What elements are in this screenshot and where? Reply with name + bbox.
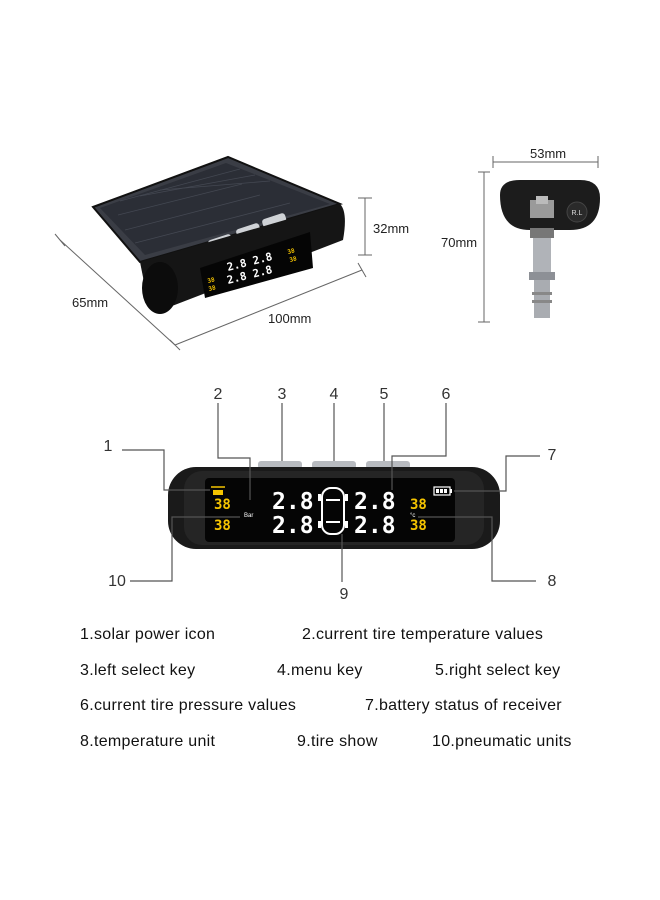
- legend-item: 3.left select key: [80, 661, 196, 679]
- callout-8: 8: [547, 573, 557, 590]
- dim-depth-receiver: 65mm: [72, 295, 109, 310]
- temp-front-right: 38: [410, 497, 427, 513]
- legend-item: 1.solar power icon: [80, 626, 216, 643]
- legend: 1.solar power icon 2.current tire temper…: [80, 626, 620, 768]
- svg-text:38: 38: [208, 284, 217, 293]
- callout-1: 1: [103, 438, 113, 455]
- solar-power-icon: [211, 486, 225, 495]
- sensor-dimension-lines: [478, 156, 599, 323]
- battery-icon: [433, 486, 452, 496]
- display-callout-figure: 38 38 Bar 2.8 2.8 2.8 2.8 °c 38 38: [122, 403, 540, 582]
- car-tire-icon: [318, 487, 348, 535]
- pressure-front-left: 2.8: [272, 489, 314, 515]
- receiver-unit-image: 2.8 2.8 2.8 2.8 38 38 38 38: [91, 155, 345, 314]
- callout-5: 5: [379, 386, 389, 403]
- legend-row: 6.current tire pressure values 7.battery…: [80, 697, 620, 733]
- legend-item: 9.tire show: [297, 732, 378, 750]
- legend-row: 1.solar power icon 2.current tire temper…: [80, 626, 620, 662]
- lcd-screen: [205, 478, 455, 542]
- callout-leader-lines: [122, 403, 540, 582]
- legend-item: 4.menu key: [277, 661, 363, 679]
- sensor-label: R.L: [572, 210, 583, 217]
- pressure-front-right: 2.8: [354, 489, 396, 515]
- svg-text:38: 38: [287, 247, 296, 256]
- legend-row: 8.temperature unit 9.tire show 10.pneuma…: [80, 733, 620, 769]
- legend-item: 6.current tire pressure values: [80, 697, 297, 714]
- callout-6: 6: [441, 386, 451, 403]
- tire-sensor-image: R.L: [500, 180, 600, 318]
- callout-7: 7: [547, 447, 557, 464]
- temperature-unit: °c: [410, 513, 415, 519]
- legend-item: 10.pneumatic units: [432, 732, 572, 750]
- receiver-dimension-figure: 2.8 2.8 2.8 2.8 38 38 38 38 R.L: [54, 155, 600, 351]
- legend-item: 2.current tire temperature values: [302, 626, 544, 643]
- legend-row: 3.left select key 4.menu key 5.right sel…: [80, 662, 620, 698]
- callout-10: 10: [108, 573, 126, 590]
- svg-text:38: 38: [207, 276, 216, 285]
- callout-2: 2: [213, 386, 223, 403]
- callout-4: 4: [329, 386, 339, 403]
- legend-item: 8.temperature unit: [80, 732, 216, 750]
- pressure-rear-left: 2.8: [272, 513, 314, 539]
- callout-3: 3: [277, 386, 287, 403]
- dim-width-receiver: 100mm: [268, 311, 312, 326]
- temp-rear-right: 38: [410, 518, 427, 534]
- legend-item: 7.battery status of receiver: [365, 697, 562, 714]
- pressure-rear-right: 2.8: [354, 513, 396, 539]
- legend-item: 5.right select key: [435, 661, 561, 679]
- dim-height-receiver: 32mm: [373, 221, 410, 236]
- temp-rear-left: 38: [214, 518, 231, 534]
- dim-width-sensor: 53mm: [530, 146, 567, 161]
- pressure-unit: Bar: [244, 513, 253, 519]
- dim-height-sensor: 70mm: [441, 235, 478, 250]
- callout-9: 9: [339, 586, 349, 603]
- temp-front-left: 38: [214, 497, 231, 513]
- svg-text:38: 38: [289, 255, 298, 264]
- dimension-lines: [54, 197, 372, 351]
